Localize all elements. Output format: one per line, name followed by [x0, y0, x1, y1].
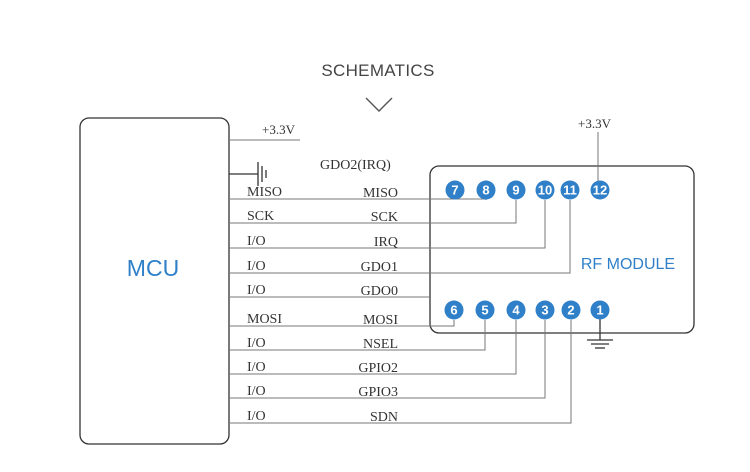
pin-number: 3 — [541, 303, 548, 318]
signal-wire — [229, 320, 517, 375]
signal-wires — [229, 198, 572, 424]
pin-circle — [590, 300, 610, 320]
mcu-box — [79, 117, 230, 445]
pin-circle — [444, 300, 464, 320]
pin-number: 4 — [512, 303, 520, 318]
pin-number: 1 — [596, 303, 603, 318]
pin-number: 5 — [481, 303, 488, 318]
rf-signal-label: IRQ — [374, 235, 398, 250]
rf-signal-label: GPIO3 — [358, 385, 398, 400]
pin-number: 8 — [482, 183, 489, 198]
rf-module-box — [429, 165, 695, 334]
pin-circle — [590, 180, 610, 200]
mcu-pin-label: I/O — [247, 336, 266, 351]
rf-signal-label: GDO1 — [361, 260, 398, 275]
mcu-label: MCU — [127, 255, 179, 281]
mcu-pin-label: I/O — [247, 283, 266, 298]
mcu-pin-label: I/O — [247, 234, 266, 249]
pin-circle — [476, 180, 496, 200]
mcu-pin-label: I/O — [247, 384, 266, 399]
pin-circle — [560, 180, 580, 200]
rf-signal-label: SCK — [371, 210, 398, 225]
signal-wire — [229, 320, 572, 424]
rf-signal-label: SDN — [370, 410, 398, 425]
pin-circle — [506, 300, 526, 320]
pin-circle — [535, 180, 555, 200]
mcu-supply-label: +3.3V — [262, 122, 296, 137]
diagram-title: SCHEMATICS — [321, 61, 434, 80]
pin-number: 9 — [512, 183, 519, 198]
pin-circle — [445, 180, 465, 200]
pin-number: 10 — [538, 183, 552, 198]
rf-supply-label: +3.3V — [578, 116, 612, 131]
pin-number: 11 — [563, 183, 577, 198]
rf-signal-label: MISO — [363, 186, 398, 201]
pin-circle — [535, 300, 555, 320]
mcu-pin-label: SCK — [247, 209, 274, 224]
pin-circle — [506, 180, 526, 200]
pin-circle — [475, 300, 495, 320]
rf-signal-label: GPIO2 — [358, 361, 398, 376]
rf-module-label: RF MODULE — [581, 256, 675, 273]
mcu-pin-label: MISO — [247, 185, 282, 200]
signal-wire — [229, 320, 546, 399]
signal-wire — [229, 200, 571, 274]
ground-icon — [229, 162, 267, 186]
pin-number: 12 — [593, 183, 607, 198]
signal-wire — [229, 200, 517, 224]
mcu-pin-label: MOSI — [247, 312, 282, 327]
mcu-pin-label: I/O — [247, 259, 266, 274]
pin-number: 6 — [450, 303, 457, 318]
mcu-pin-label: I/O — [247, 360, 266, 375]
pin-number: 2 — [567, 303, 574, 318]
rf-ground-icon — [587, 319, 613, 349]
gdo2-irq-label: GDO2(IRQ) — [320, 158, 391, 173]
pin-circle — [561, 300, 581, 320]
signal-wire — [229, 320, 455, 327]
rf-signal-label: GDO0 — [361, 284, 398, 299]
pin-number: 7 — [451, 183, 458, 198]
mcu-pin-label: I/O — [247, 409, 266, 424]
rf-signal-label: MOSI — [363, 313, 398, 328]
signal-wire — [229, 200, 546, 249]
signal-wire — [229, 320, 486, 351]
chevron-down-icon — [365, 97, 393, 112]
rf-signal-label: NSEL — [363, 337, 398, 352]
